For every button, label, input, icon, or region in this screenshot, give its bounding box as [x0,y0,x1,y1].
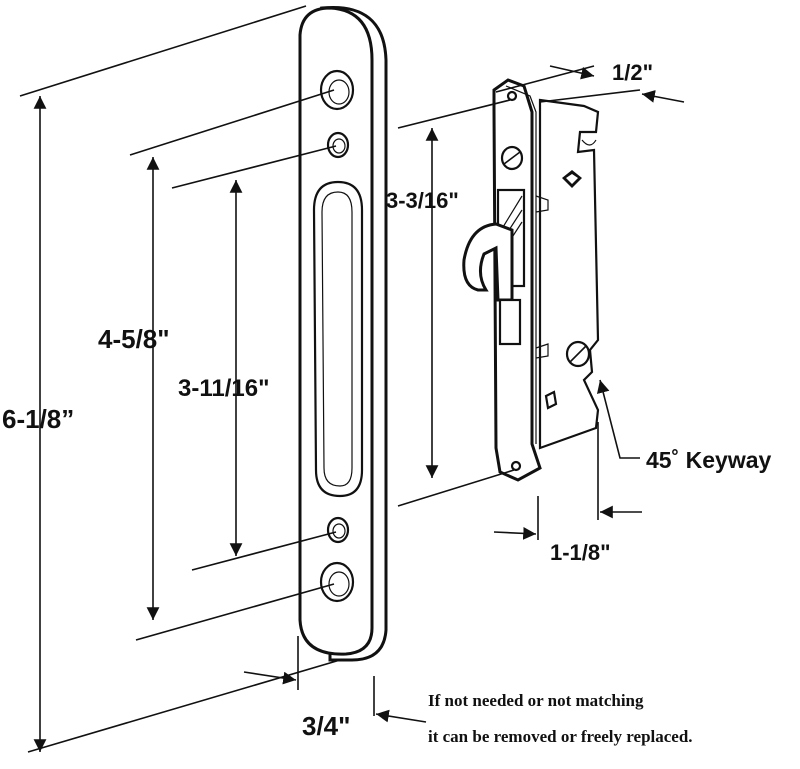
mortise-latch [462,78,600,482]
strike-slot-inner [321,191,353,487]
strike-hole-bottom-large-inner [328,571,350,597]
latch-top-hole [506,90,518,102]
strike-plate [298,5,388,662]
label-latch-thickness: 1/2" [612,60,653,85]
label-hole-spacing-outer: 4-5/8" [98,324,170,354]
latch-dimension-lines [397,65,685,540]
label-hole-spacing-inner: 3-11/16" [178,375,269,402]
latch-lower-window [498,298,522,346]
label-latch-height: 3-3/16" [386,188,459,213]
strike-hole-bottom-large [319,561,355,603]
label-overall-height: 6-1/8” [2,404,74,434]
label-keyway: 45˚ Keyway [646,447,772,473]
label-latch-depth: 1-1/8" [550,540,611,565]
labels: 6-1/8” 4-5/8" 3-11/16" 3/4" 3-3/16" 1/2"… [2,60,772,746]
note-line-2: it can be removed or freely replaced. [428,727,693,746]
strike-hole-top-large [319,69,355,111]
label-plate-width: 3/4" [302,711,350,741]
strike-hole-bottom-small-inner [332,523,346,539]
strike-dimension-lines [19,5,427,753]
strike-slot [312,180,364,498]
latch-hook [462,222,514,302]
latch-small-slot [544,390,558,410]
note-line-1: If not needed or not matching [428,691,644,710]
latch-bottom-hole [510,460,522,472]
